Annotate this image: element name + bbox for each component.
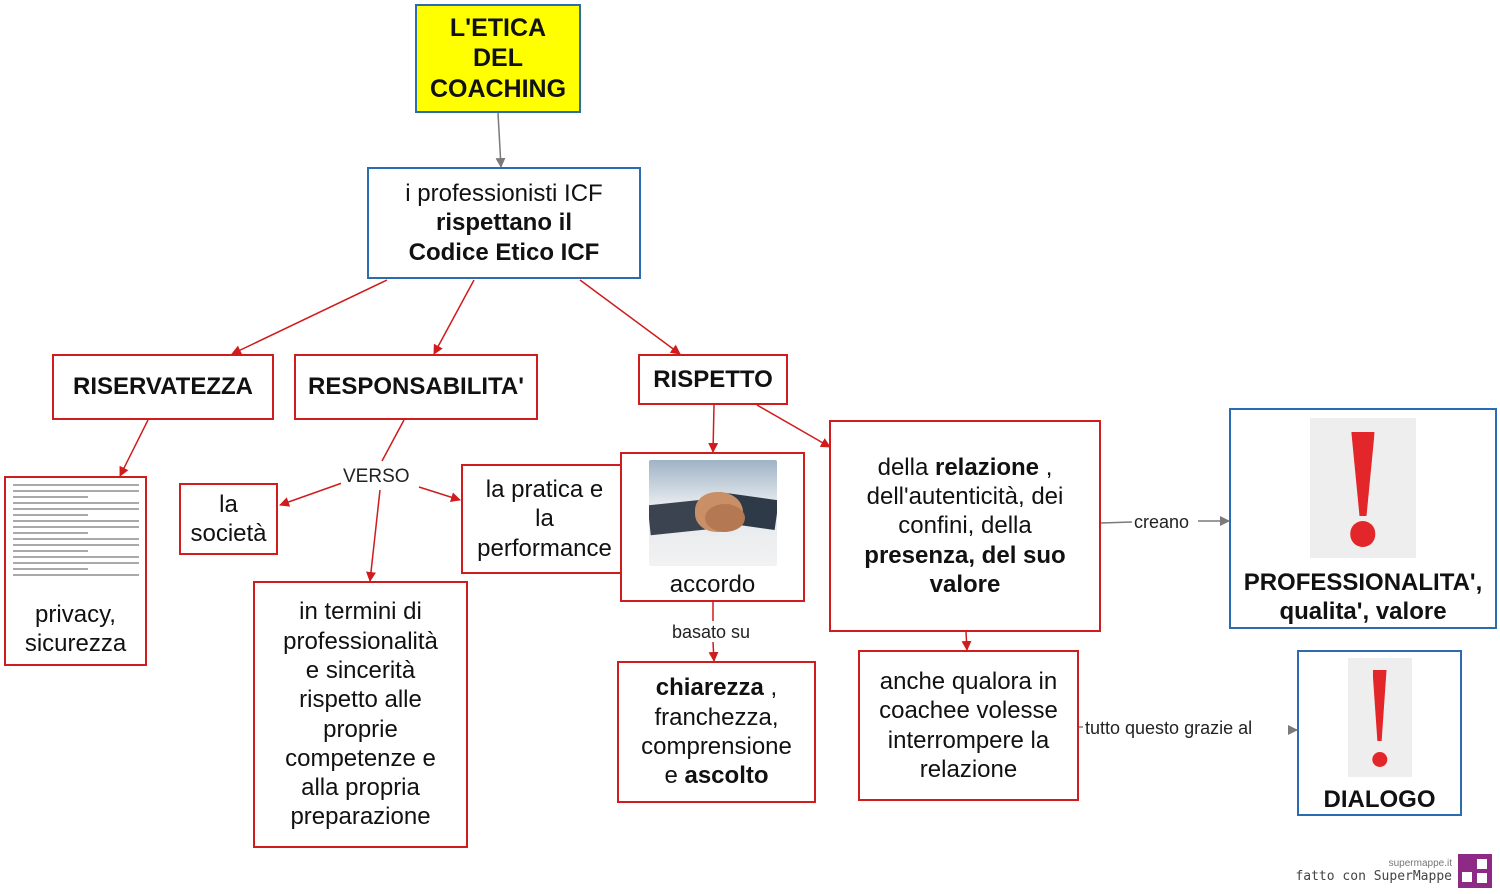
chiarezza-node[interactable]: chiarezza , franchezza, comprensione e a…	[617, 661, 816, 803]
termini-line-5: proprie	[323, 715, 398, 743]
relazione-line-3: confini, della	[898, 512, 1032, 540]
edge-responsabilita-verso	[381, 419, 405, 462]
dialogo-node[interactable]: DIALOGO	[1297, 650, 1462, 816]
relazione-node[interactable]: della relazione , dell'autenticità, dei …	[829, 420, 1101, 632]
ascolto-bold: ascolto	[684, 762, 769, 790]
qualora-line-3: interrompere la	[887, 726, 1050, 754]
professionalita-line-1: PROFESSIONALITA',	[1243, 569, 1483, 596]
footer-credit: supermappe.it fatto con SuperMappe	[1295, 858, 1452, 884]
edge-verso-pratica	[418, 486, 461, 503]
exclamation-icon	[1347, 658, 1412, 777]
chiarezza-line-2: franchezza,	[654, 703, 779, 731]
relazione-bold: relazione	[934, 453, 1040, 481]
edge-rispetto-accordo	[708, 404, 719, 453]
relazione-line-2: dell'autenticità, dei	[866, 483, 1064, 511]
root-line-3: COACHING	[429, 74, 567, 103]
icf-node[interactable]: i professionisti ICF rispettano il Codic…	[367, 167, 641, 279]
footer-made-with: fatto con SuperMappe	[1295, 869, 1452, 884]
edge-icf-rispetto	[579, 279, 681, 355]
root-line-1: L'ETICA	[449, 13, 547, 42]
pratica-node[interactable]: la pratica e la performance	[461, 464, 628, 574]
societa-line-2: società	[190, 520, 267, 547]
root-node[interactable]: L'ETICA DEL COACHING	[415, 4, 581, 113]
accordo-label: accordo	[669, 571, 756, 598]
termini-line-1: in termini di	[299, 598, 422, 626]
edge-verso-termini	[366, 489, 381, 582]
pratica-line-2: la	[535, 505, 554, 533]
footer-site[interactable]: supermappe.it	[1388, 858, 1452, 869]
pratica-line-1: la pratica e	[485, 476, 604, 504]
termini-line-7: alla propria	[301, 774, 420, 802]
chiarezza-comma: ,	[763, 674, 778, 702]
edge-riservatezza-privacy	[119, 419, 149, 477]
societa-line-1: la	[219, 490, 238, 518]
chiarezza-line-4: e ascolto	[664, 761, 768, 790]
privacy-line-1: privacy,	[35, 601, 116, 628]
professionalita-node[interactable]: PROFESSIONALITA', qualita', valore	[1229, 408, 1497, 629]
riservatezza-label: RISERVATEZZA	[72, 373, 253, 401]
chiarezza-bold: chiarezza	[655, 674, 764, 702]
edge-label-creano: creano	[1132, 512, 1192, 532]
edge-label-verso: VERSO	[341, 466, 412, 487]
icf-line-3: Codice Etico ICF	[408, 238, 600, 266]
rispetto-node[interactable]: RISPETTO	[638, 354, 788, 405]
document-icon	[11, 480, 141, 600]
supermappe-logo-icon[interactable]	[1458, 854, 1492, 888]
termini-line-2: professionalità	[283, 627, 438, 655]
relazione-pre: della	[877, 453, 935, 481]
privacy-line-2: sicurezza	[24, 630, 127, 658]
termini-node[interactable]: in termini di professionalità e sincerit…	[253, 581, 468, 848]
edge-icf-responsabilita	[433, 279, 475, 355]
termini-line-4: rispetto alle	[299, 686, 422, 714]
relazione-line-4: presenza, del suo	[864, 541, 1066, 569]
root-line-2: DEL	[473, 44, 523, 73]
relazione-line-1: della relazione ,	[878, 453, 1053, 482]
edge-relazione-creano	[1100, 521, 1133, 524]
edge-verso-societa	[279, 482, 343, 507]
edge-basato-chiarezza	[708, 641, 719, 662]
dialogo-label: DIALOGO	[1323, 785, 1436, 813]
professionalita-line-2: qualita', valore	[1279, 598, 1447, 626]
qualora-line-1: anche qualora in	[879, 667, 1058, 695]
pratica-line-3: performance	[477, 534, 612, 562]
edge-root-icf	[495, 112, 506, 168]
accordo-node[interactable]: accordo	[620, 452, 805, 602]
edge-label-tutto-questo: tutto questo grazie al	[1083, 718, 1255, 738]
termini-line-3: e sincerità	[305, 656, 416, 684]
relazione-post: ,	[1039, 453, 1053, 481]
edge-relazione-qualora	[961, 631, 972, 651]
termini-line-6: competenze e	[285, 744, 436, 772]
rispetto-label: RISPETTO	[653, 365, 773, 393]
qualora-node[interactable]: anche qualora in coachee volesse interro…	[858, 650, 1079, 801]
exclamation-icon	[1310, 418, 1416, 558]
icf-line-1: i professionisti ICF	[405, 180, 603, 208]
chiarezza-line-1: chiarezza ,	[656, 673, 777, 702]
chiarezza-line-3: comprensione	[641, 733, 792, 760]
edge-rispetto-relazione	[756, 404, 831, 448]
responsabilita-label: RESPONSABILITA'	[308, 373, 524, 401]
chiarezza-e: e	[664, 762, 685, 790]
handshake-icon	[648, 460, 777, 566]
icf-line-2: rispettano il	[435, 209, 573, 237]
qualora-line-4: relazione	[919, 755, 1018, 783]
privacy-node[interactable]: privacy, sicurezza	[4, 476, 147, 666]
riservatezza-node[interactable]: RISERVATEZZA	[52, 354, 274, 420]
societa-node[interactable]: la società	[179, 483, 278, 555]
responsabilita-node[interactable]: RESPONSABILITA'	[294, 354, 538, 420]
relazione-line-5: valore	[929, 570, 1001, 598]
edge-label-basato-su: basato su	[670, 622, 753, 642]
termini-line-8: preparazione	[290, 803, 431, 831]
qualora-line-2: coachee volesse	[879, 697, 1058, 725]
edge-icf-riservatezza	[231, 279, 388, 355]
